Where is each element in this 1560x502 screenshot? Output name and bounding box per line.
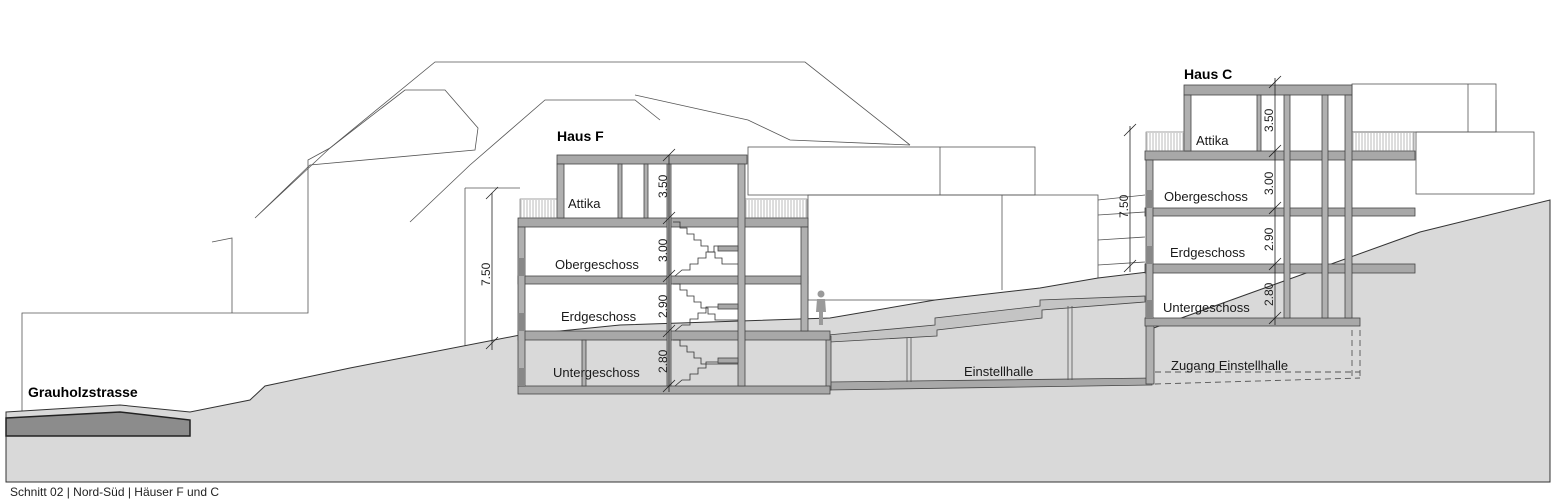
haus-c-erdgeschoss-label: Erdgeschoss	[1170, 245, 1246, 260]
haus-f-dim-untergeschoss: 2.80	[656, 349, 670, 373]
background-buildings	[21, 61, 1535, 412]
haus-c-untergeschoss-label: Untergeschoss	[1163, 300, 1250, 315]
haus-c-dim-erdgeschoss: 2.90	[1262, 227, 1276, 251]
haus-c-dim-total: 7.50	[1117, 194, 1131, 218]
terrain	[5, 199, 1551, 483]
haus-c-attika-label: Attika	[1196, 133, 1229, 148]
haus-c-dim-obergeschoss: 3.00	[1262, 171, 1276, 195]
haus-f	[517, 154, 831, 395]
haus-c-dim-untergeschoss: 2.80	[1262, 282, 1276, 306]
haus-f-dim-attika: 3.50	[656, 174, 670, 198]
haus-f-dim-obergeschoss: 3.00	[656, 238, 670, 262]
zugang-label: Zugang Einstellhalle	[1171, 358, 1288, 373]
einstellhalle-label: Einstellhalle	[964, 364, 1033, 379]
haus-c-title: Haus C	[1184, 66, 1232, 82]
haus-c-dim-attika: 3.50	[1262, 108, 1276, 132]
haus-f-attika-label: Attika	[568, 196, 601, 211]
street-surface	[5, 411, 191, 437]
haus-f-erdgeschoss-label: Erdgeschoss	[561, 309, 637, 324]
haus-c-obergeschoss-label: Obergeschoss	[1164, 189, 1248, 204]
haus-f-dim-total: 7.50	[479, 262, 493, 286]
dimension-lines-haus-f	[485, 148, 676, 393]
drawing-caption: Schnitt 02 | Nord-Süd | Häuser F und C	[10, 485, 219, 499]
haus-f-title: Haus F	[557, 128, 604, 144]
street-label: Grauholzstrasse	[28, 384, 138, 400]
person-figure	[816, 290, 826, 325]
haus-c	[1144, 84, 1416, 327]
haus-f-obergeschoss-label: Obergeschoss	[555, 257, 639, 272]
haus-f-untergeschoss-label: Untergeschoss	[553, 365, 640, 380]
einstellhalle-structure	[825, 295, 1361, 391]
haus-f-dim-erdgeschoss: 2.90	[656, 294, 670, 318]
dimension-lines-haus-c	[1123, 75, 1282, 325]
